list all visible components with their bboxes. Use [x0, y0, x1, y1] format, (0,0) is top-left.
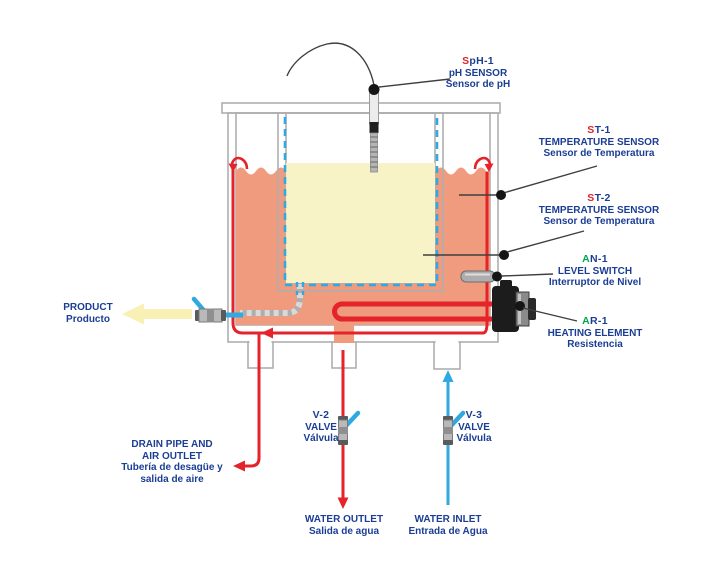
ph-sensor-name-en: pH SENSOR — [448, 67, 508, 79]
drain-name-en-1: DRAIN PIPE AND — [131, 439, 213, 450]
ph-leader-line — [378, 78, 451, 88]
water-inlet-name-en: WATER INLET — [414, 514, 482, 525]
water-outlet-name-en: WATER OUTLET — [304, 514, 384, 525]
ph-code-prefix: S — [462, 55, 470, 67]
product-outlet-tube — [224, 282, 305, 318]
drain-name-en-2: AIR OUTLET — [142, 450, 202, 462]
drain-name-es-2: salida de aire — [140, 473, 204, 485]
label-water-inlet: WATER INLET Entrada de Agua — [388, 514, 508, 537]
process-liquid — [286, 163, 435, 283]
temp-sensor-1-probe — [459, 165, 598, 200]
product-name-es: Producto — [66, 313, 110, 325]
label-product: PRODUCT Producto — [33, 302, 143, 325]
v3-code: V-3 — [465, 409, 483, 421]
st2-code-prefix: S — [587, 192, 595, 204]
label-valve-v2: V-2 VALVE Válvula — [290, 409, 352, 445]
label-drain-pipe: DRAIN PIPE AND AIR OUTLET Tubería de des… — [102, 439, 242, 485]
product-valve-icon — [191, 296, 226, 323]
circulation-arrow-right — [473, 156, 494, 172]
flow-arrow-icon — [261, 327, 273, 339]
flow-arrow-icon — [337, 497, 349, 509]
v2-code: V-2 — [312, 409, 330, 421]
flow-arrow-icon — [233, 460, 245, 472]
level-switch-code: AN-1 — [525, 253, 665, 266]
temp-sensor-2-code: ST-2 — [529, 192, 669, 205]
temp-sensor-1-code: ST-1 — [529, 124, 669, 137]
sensor-dot-icon — [496, 190, 506, 200]
heater-leader — [515, 301, 578, 322]
label-valve-v3: V-3 VALVE Válvula — [443, 409, 505, 445]
level-switch-name-en: LEVEL SWITCH — [557, 265, 633, 277]
sensor-dot-icon — [499, 250, 509, 260]
sensor-dot-icon — [492, 271, 502, 282]
v2-valve-icon — [338, 410, 361, 445]
ph-code-rest: pH-1 — [469, 55, 494, 67]
inner-vessel — [277, 112, 444, 292]
circulation-arrow-left — [228, 156, 249, 172]
vessel-dashed-outline — [283, 117, 439, 287]
level-switch-probe — [460, 270, 554, 283]
label-heating-element: AR-1 HEATING ELEMENT Resistencia — [525, 315, 665, 351]
ph-probe — [286, 42, 451, 173]
temp-sensor-2-name-es: Sensor de Temperatura — [543, 216, 655, 227]
temp-sensor-1-name-en: TEMPERATURE SENSOR — [538, 136, 660, 148]
st1-code-rest: T-1 — [594, 124, 611, 136]
product-name-en: PRODUCT — [63, 302, 113, 313]
heating-element — [332, 301, 492, 322]
heating-element-name-es: Resistencia — [567, 339, 623, 350]
v2-name-es: Válvula — [303, 433, 339, 444]
ph-sensor-code: SpH-1 — [418, 55, 538, 68]
an1-code-prefix: A — [582, 253, 591, 265]
temp-sensor-1-name-es: Sensor de Temperatura — [543, 148, 655, 159]
level-switch-name-es: Interruptor de Nivel — [548, 277, 642, 288]
drain-pipe-line — [231, 168, 489, 472]
tank-lid — [221, 102, 501, 114]
label-water-outlet: WATER OUTLET Salida de agua — [284, 514, 404, 537]
ph-sensor-name-es: Sensor de pH — [445, 79, 511, 90]
ar1-code-rest: R-1 — [590, 315, 608, 327]
water-inlet-name-es: Entrada de Agua — [408, 525, 488, 537]
st2-code-rest: T-2 — [594, 192, 611, 204]
an1-code-rest: N-1 — [590, 253, 608, 265]
v2-name-en: VALVE — [305, 421, 337, 433]
v3-name-es: Válvula — [456, 433, 492, 444]
heating-element-code: AR-1 — [525, 315, 665, 328]
v3-name-en: VALVE — [458, 421, 490, 433]
label-temp-sensor-1: ST-1 TEMPERATURE SENSOR Sensor de Temper… — [529, 124, 669, 160]
st1-code-prefix: S — [587, 124, 595, 136]
flow-arrow-icon — [442, 370, 454, 382]
drain-name-es-1: Tubería de desagüe y — [121, 462, 223, 473]
sensor-dot-icon — [515, 301, 525, 311]
ar1-code-prefix: A — [582, 315, 591, 327]
product-flow-arrow — [122, 303, 192, 325]
temp-sensor-2-probe — [423, 230, 585, 260]
label-temp-sensor-2: ST-2 TEMPERATURE SENSOR Sensor de Temper… — [529, 192, 669, 228]
ph-probe-cable — [286, 42, 375, 86]
label-ph-sensor: SpH-1 pH SENSOR Sensor de pH — [418, 55, 538, 91]
heating-element-name-en: HEATING ELEMENT — [547, 327, 643, 339]
water-outlet-name-es: Salida de agua — [308, 525, 380, 537]
v3-valve-icon — [443, 410, 466, 445]
temp-sensor-2-name-en: TEMPERATURE SENSOR — [538, 204, 660, 216]
label-level-switch: AN-1 LEVEL SWITCH Interruptor de Nivel — [525, 253, 665, 289]
